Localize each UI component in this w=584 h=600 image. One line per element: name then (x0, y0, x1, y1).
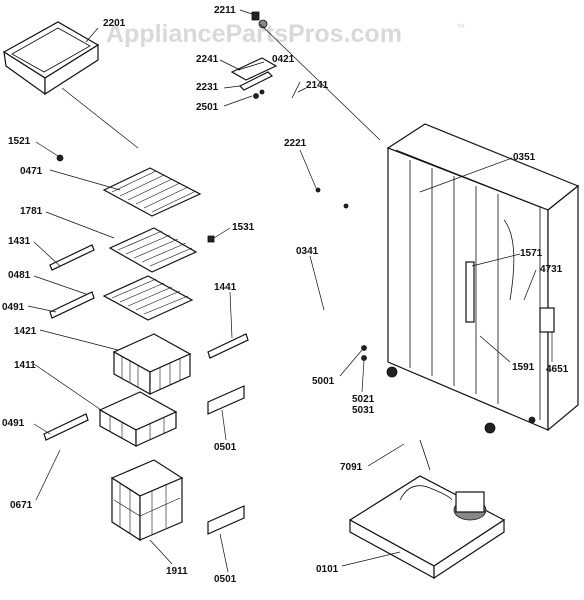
label-2201: 2201 (103, 18, 126, 29)
label-5021: 5021 (352, 394, 375, 405)
label-0421: 0421 (272, 54, 295, 65)
label-4651: 4651 (546, 364, 569, 375)
label-2241: 2241 (196, 54, 219, 65)
label-1441: 1441 (214, 282, 237, 293)
label-0501-lower: 0501 (214, 574, 237, 585)
wire-shelf-1781 (108, 227, 198, 273)
label-1571: 1571 (520, 248, 543, 259)
label-0341: 0341 (296, 246, 319, 257)
wire-basket-1411 (98, 391, 178, 448)
label-1591: 1591 (512, 362, 535, 373)
refrigerator-cabinet (386, 123, 580, 434)
label-2141: 2141 (306, 80, 329, 91)
label-4731: 4731 (540, 264, 563, 275)
label-2231: 2231 (196, 82, 219, 93)
label-0671: 0671 (10, 500, 33, 511)
label-7091: 7091 (340, 462, 363, 473)
label-0481: 0481 (8, 270, 31, 281)
label-5001: 5001 (312, 376, 335, 387)
watermark-text: AppliancePartsPros.com (106, 20, 402, 48)
label-2221: 2221 (284, 138, 307, 149)
label-0101: 0101 (316, 564, 339, 575)
label-0491-lower: 0491 (2, 418, 25, 429)
wire-basket-1911 (110, 459, 184, 542)
drawer-fronts-0501 (207, 385, 245, 535)
label-5031: 5031 (352, 405, 375, 416)
label-0491-upper: 0491 (2, 302, 25, 313)
label-0471: 0471 (20, 166, 43, 177)
label-2501: 2501 (196, 102, 219, 113)
label-1911: 1911 (166, 566, 188, 577)
label-0501-upper: 0501 (214, 442, 237, 453)
label-1411: 1411 (14, 360, 36, 371)
crisper-tray-part (2, 21, 100, 96)
label-1431: 1431 (8, 236, 31, 247)
wire-basket-1421 (112, 333, 192, 396)
label-1531: 1531 (232, 222, 255, 233)
label-2211: 2211 (214, 5, 236, 16)
upper-bracket-parts (230, 11, 301, 99)
label-1781: 1781 (20, 206, 43, 217)
watermark-trademark: ™ (456, 22, 465, 32)
label-1521: 1521 (8, 136, 31, 147)
compressor-assembly (348, 439, 506, 580)
wire-shelf-0481 (102, 275, 194, 321)
label-1421: 1421 (14, 326, 37, 337)
shelf-rails (43, 244, 249, 441)
part-labels: 2201 2211 0421 2241 2231 2501 2141 2221 … (2, 5, 569, 585)
leader-lines (27, 9, 553, 573)
wire-shelf-0471 (102, 167, 202, 217)
label-0351: 0351 (513, 152, 536, 163)
